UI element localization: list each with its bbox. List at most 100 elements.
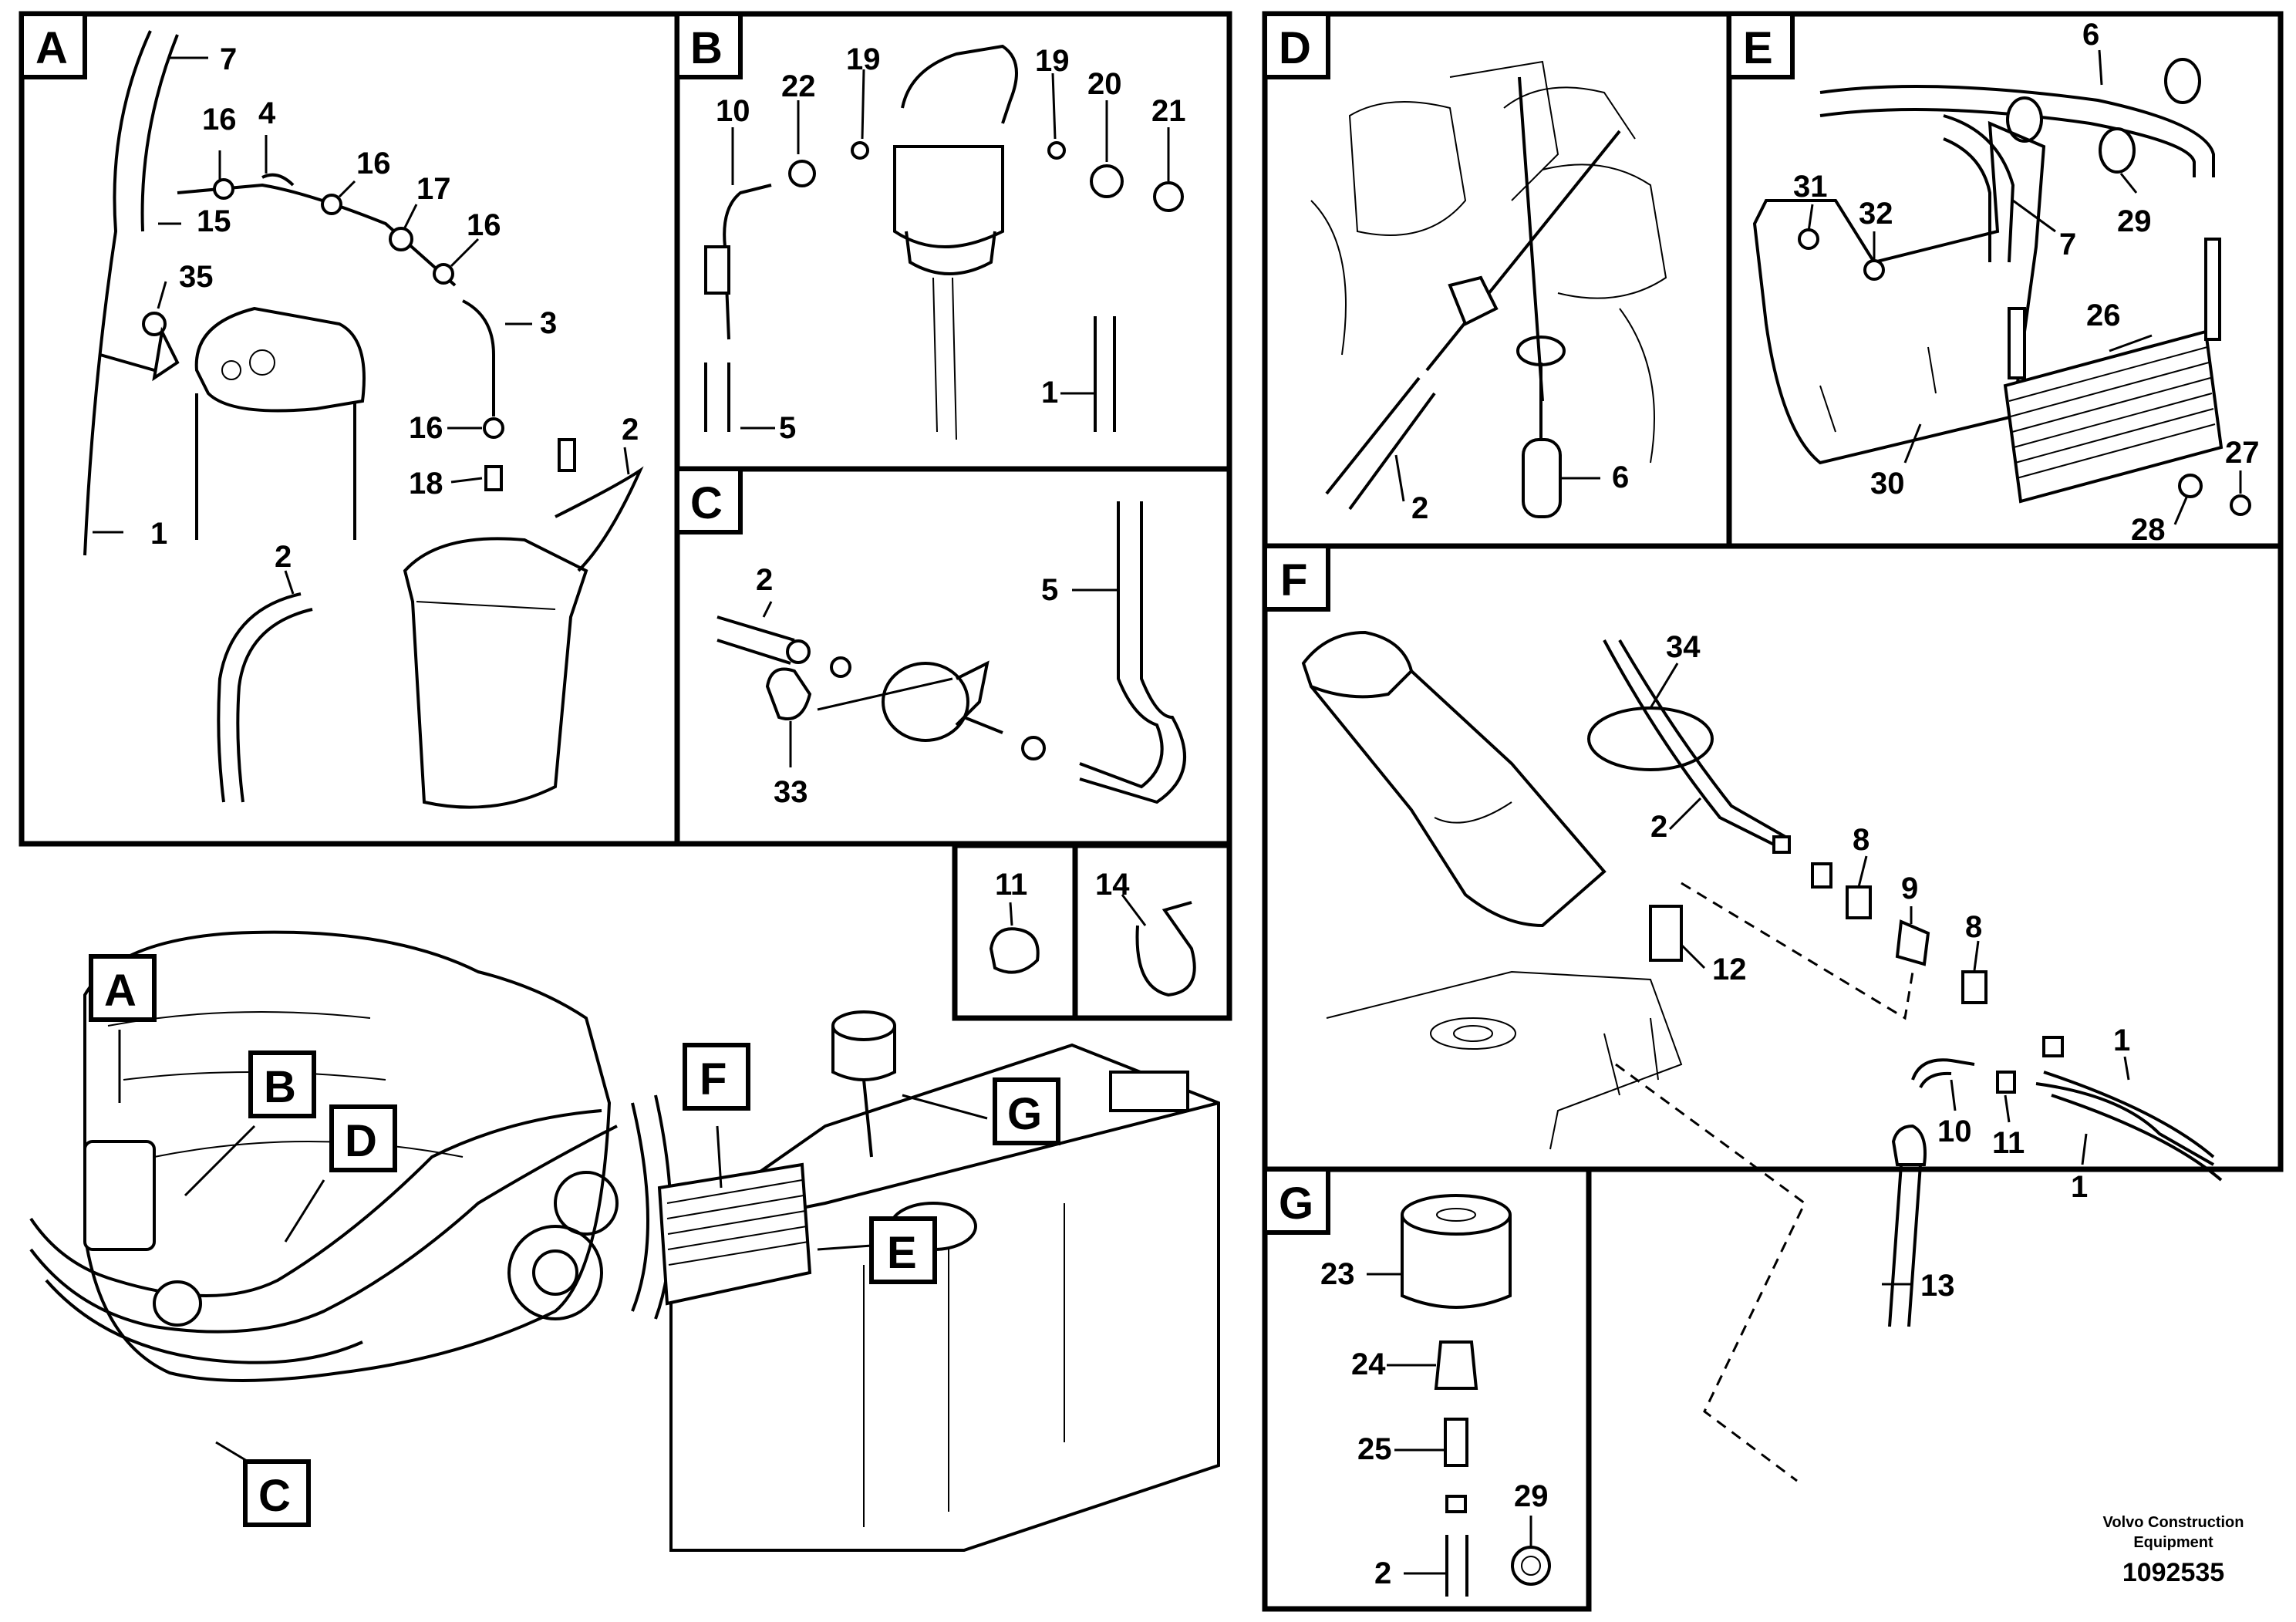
panel-d-callouts: 2 6 [1411,460,1629,525]
connector-17 [389,227,413,251]
panel-g-callouts: 23 24 25 29 2 [1320,1257,1549,1590]
callout: 11 [1992,1126,2025,1160]
overview-label-g: G [993,1077,1060,1145]
callout: 5 [779,411,796,445]
panel-a: A [19,11,680,847]
filler-neck [1301,630,1607,928]
callout: 1 [1041,376,1058,410]
clamp-16 [433,263,454,285]
panel-g: G 23 24 25 29 2 [1262,1166,1592,1612]
callout: 35 [179,260,214,294]
callout: 15 [197,204,231,238]
line-4 [177,183,457,287]
adapter-8 [1961,970,1988,1004]
callout: 29 [1514,1479,1549,1513]
panel-g-letter: G [1279,1179,1313,1229]
document-number: 1092535 [2122,1558,2224,1587]
callout: 29 [2117,204,2152,238]
svg-text:E: E [887,1228,917,1278]
hose-3 [462,299,495,416]
panel-f-letter: F [1280,555,1307,605]
callout: 7 [2059,228,2076,261]
callout: 2 [1650,810,1667,844]
fuel-filter-head [194,306,366,540]
overview-label-d: D [329,1104,397,1172]
brand-line1: Volvo Construction [2103,1514,2244,1531]
panel-a-callouts: 7 16 4 16 17 16 15 35 3 16 18 2 2 1 [150,42,639,574]
hose-1 [83,30,152,556]
hose-sleeve [704,245,730,295]
banjo-20 [1090,164,1124,198]
hose-1 [2043,1071,2223,1182]
hose-2 [1445,1535,1468,1597]
callout: 24 [1351,1347,1386,1381]
panel-c-letter: C [690,478,723,528]
clamp-11 [1996,1071,2016,1094]
overview-label-a: A [89,954,157,1022]
callout: 17 [416,172,451,206]
adapter-24 [1434,1340,1478,1390]
callout: 19 [846,42,881,76]
overview-label-c: C [243,1459,311,1527]
clamp [1445,1495,1467,1513]
bolt-32 [1863,259,1885,281]
water-separator [893,44,1018,440]
callout: 6 [1612,460,1629,494]
panel-e: E 6 31 32 7 29 26 [1726,11,2284,549]
suction-tube-13 [1888,1164,1922,1327]
panel-b-callouts: 19 19 22 20 21 10 5 1 [716,42,1186,445]
callout: 1 [150,517,167,551]
callout: 20 [1087,67,1122,101]
callout: 9 [1901,872,1918,905]
hose-2 [716,615,795,665]
callout: 2 [1374,1556,1391,1590]
tee-9 [1895,919,1930,966]
callout: 18 [409,467,443,501]
callout: 11 [995,868,1027,902]
grommet [2164,58,2201,104]
hose-2 [1325,376,1436,511]
brand-line2: Equipment [2133,1534,2213,1551]
breather-filter-23 [1401,1194,1512,1309]
callout: 16 [467,208,501,242]
callout: 16 [202,103,237,137]
svg-text:G: G [1007,1089,1042,1139]
callout: 10 [1937,1114,1972,1148]
callout: 22 [781,69,816,103]
svg-text:F: F [700,1054,727,1104]
washer-28 [2178,474,2203,498]
svg-text:A: A [104,966,137,1016]
callout: 6 [2082,18,2099,52]
callout: 14 [1095,868,1130,902]
panel-a-letter: A [35,23,68,73]
clamp [1021,736,1046,760]
clamp-16 [213,178,234,200]
bolt-27 [2230,494,2251,516]
sender-12 [1649,905,1683,962]
clamp-16 [321,194,342,215]
callout: 5 [1041,573,1058,607]
seal-19 [851,141,869,160]
panel-f: F [1262,543,2284,1482]
panel-e-letter: E [1743,23,1773,73]
callout: 30 [1870,467,1905,501]
panel-d-letter: D [1279,23,1311,73]
callout: 13 [1920,1269,1955,1303]
callout: 12 [1712,953,1747,986]
engine-overview: A B D C F G E [29,930,1220,1552]
bracket-30 [1752,120,2046,465]
callout: 3 [540,306,557,340]
clamp [1448,275,1499,326]
clamp-35 [142,312,167,336]
svg-text:B: B [264,1062,296,1112]
callout: 8 [1965,910,1982,944]
callout: 2 [275,540,292,574]
callout: 1 [2071,1170,2088,1204]
callout: 16 [409,411,443,445]
adapter-8 [1846,885,1872,919]
panel-small-14: 14 [1072,842,1232,1021]
callout: 28 [2131,513,2166,547]
callout: 26 [2086,298,2121,332]
callout: 23 [1320,1257,1355,1291]
